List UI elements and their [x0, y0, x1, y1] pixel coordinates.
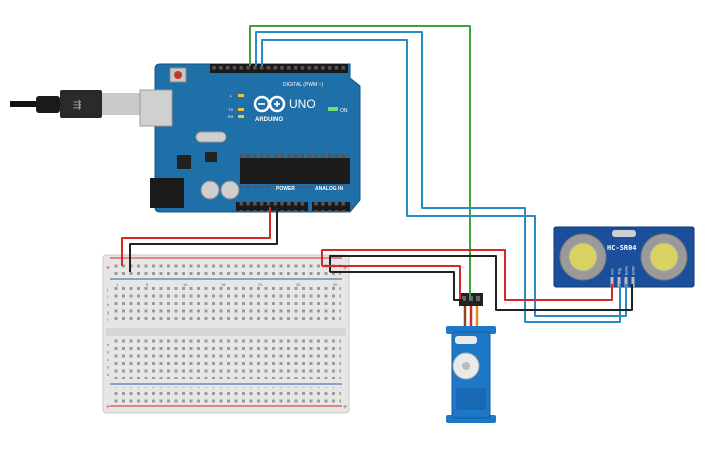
- sensor-model-label: HC-SR04: [607, 244, 637, 252]
- sensor-pin[interactable]: [631, 277, 635, 287]
- breadboard-row-label: d: [107, 350, 109, 355]
- atmega-pins-top: [240, 154, 350, 158]
- power-header-label: POWER: [276, 186, 295, 192]
- breadboard-row-label: c: [107, 357, 109, 362]
- crystal-oscillator: [195, 131, 227, 143]
- breadboard-column-label: 20: [258, 282, 263, 287]
- arduino-uno-board[interactable]: ⇶: [9, 63, 361, 213]
- rail-plus-sign: +: [343, 404, 347, 411]
- servo-connector-pin: [462, 296, 466, 301]
- atmega-chip: [240, 158, 350, 184]
- wire-red-sensor-vcc[interactable]: [321, 249, 613, 301]
- sensor-pin[interactable]: [617, 277, 621, 287]
- center-channel: [106, 328, 346, 336]
- led-tx: [238, 108, 244, 111]
- reset-button-cap: [174, 71, 182, 79]
- board-brand-label: ARDUINO: [255, 117, 283, 123]
- bottom-terminal-holes: [113, 339, 341, 379]
- breadboard-column-label: 10: [183, 282, 188, 287]
- transducer-left-mesh: [568, 242, 598, 272]
- arduino-logo-icon: [253, 95, 286, 113]
- digital-header-pins: [212, 64, 346, 73]
- rx-led-label: RX: [228, 114, 234, 119]
- wire-black-sensor-gnd[interactable]: [329, 255, 633, 311]
- wire-red-servo-vcc[interactable]: [322, 265, 461, 300]
- rail-plus-sign: +: [343, 265, 347, 272]
- led-l: [238, 94, 244, 97]
- breadboard-row-label: g: [107, 310, 109, 315]
- rail-plus-sign: +: [106, 265, 110, 272]
- breadboard-row-label: b: [107, 365, 110, 370]
- wire-green-signal[interactable]: [249, 25, 471, 300]
- breadboard-column-label: 25: [296, 282, 301, 287]
- sensor-pin[interactable]: [624, 277, 628, 287]
- small-ic: [205, 152, 217, 162]
- servo-label-plate: [456, 388, 486, 410]
- on-led-label: ON: [340, 108, 348, 114]
- sensor-crystal: [612, 230, 636, 237]
- usb-connector: [102, 93, 142, 115]
- breadboard-column-label: 15: [221, 282, 226, 287]
- top-rail-holes: [113, 261, 341, 277]
- led-rx: [238, 115, 244, 118]
- analog-header-label: ANALOG IN: [315, 186, 343, 192]
- power-jack: [150, 178, 184, 208]
- capacitor: [200, 180, 220, 200]
- wires: [121, 25, 633, 323]
- servo-horn-arm: [455, 336, 477, 344]
- usb-plug-body: [60, 90, 102, 118]
- servo-connector-pin: [476, 296, 480, 301]
- sensor-pin-label: Vcc: [610, 268, 615, 275]
- transducer-right-mesh: [649, 242, 679, 272]
- servo-shaft: [462, 362, 470, 370]
- breadboard-row-label: e: [107, 342, 110, 347]
- power-header-pins: [238, 202, 306, 211]
- wire-black-gnd[interactable]: [129, 207, 278, 272]
- usb-icon: ⇶: [73, 99, 81, 111]
- sensor-pin-label: GND: [631, 266, 636, 275]
- bottom-rail-holes: [113, 387, 341, 403]
- capacitor: [220, 180, 240, 200]
- breadboard-column-label: 1: [116, 282, 119, 287]
- breadboard-row-label: i: [107, 295, 108, 300]
- board-model-label: UNO: [289, 97, 316, 111]
- sensor-pin-label: Trig: [617, 268, 622, 275]
- top-terminal-holes: [113, 284, 341, 324]
- wire-blue-trig[interactable]: [255, 31, 621, 323]
- led-on: [328, 107, 338, 111]
- breadboard-column-label: 30: [333, 282, 338, 287]
- usb-b-port: [139, 89, 173, 127]
- tx-led-label: TX: [228, 107, 233, 112]
- rail-plus-sign: +: [106, 404, 110, 411]
- breadboard-row-label: h: [107, 302, 109, 307]
- atmega-pins-bottom: [240, 184, 350, 188]
- breadboard-row-label: f: [107, 317, 109, 322]
- breadboard-column-label: 5: [146, 282, 149, 287]
- wire-black-servo-gnd[interactable]: [330, 271, 463, 301]
- l-led-label: L: [230, 93, 233, 98]
- breadboard-row-label: a: [107, 372, 110, 377]
- micro-servo[interactable]: [446, 293, 496, 423]
- analog-header-pins: [314, 202, 348, 211]
- digital-header-label: DIGITAL (PWM ~): [283, 82, 323, 88]
- sensor-pin-label: Echo: [624, 265, 629, 275]
- wire-red-5v[interactable]: [121, 207, 271, 266]
- usb-cable-collar: [36, 96, 60, 113]
- voltage-regulator: [177, 155, 191, 169]
- wire-blue-echo[interactable]: [261, 39, 627, 317]
- breadboard-row-label: j: [106, 287, 108, 292]
- sensor-pin[interactable]: [610, 277, 614, 287]
